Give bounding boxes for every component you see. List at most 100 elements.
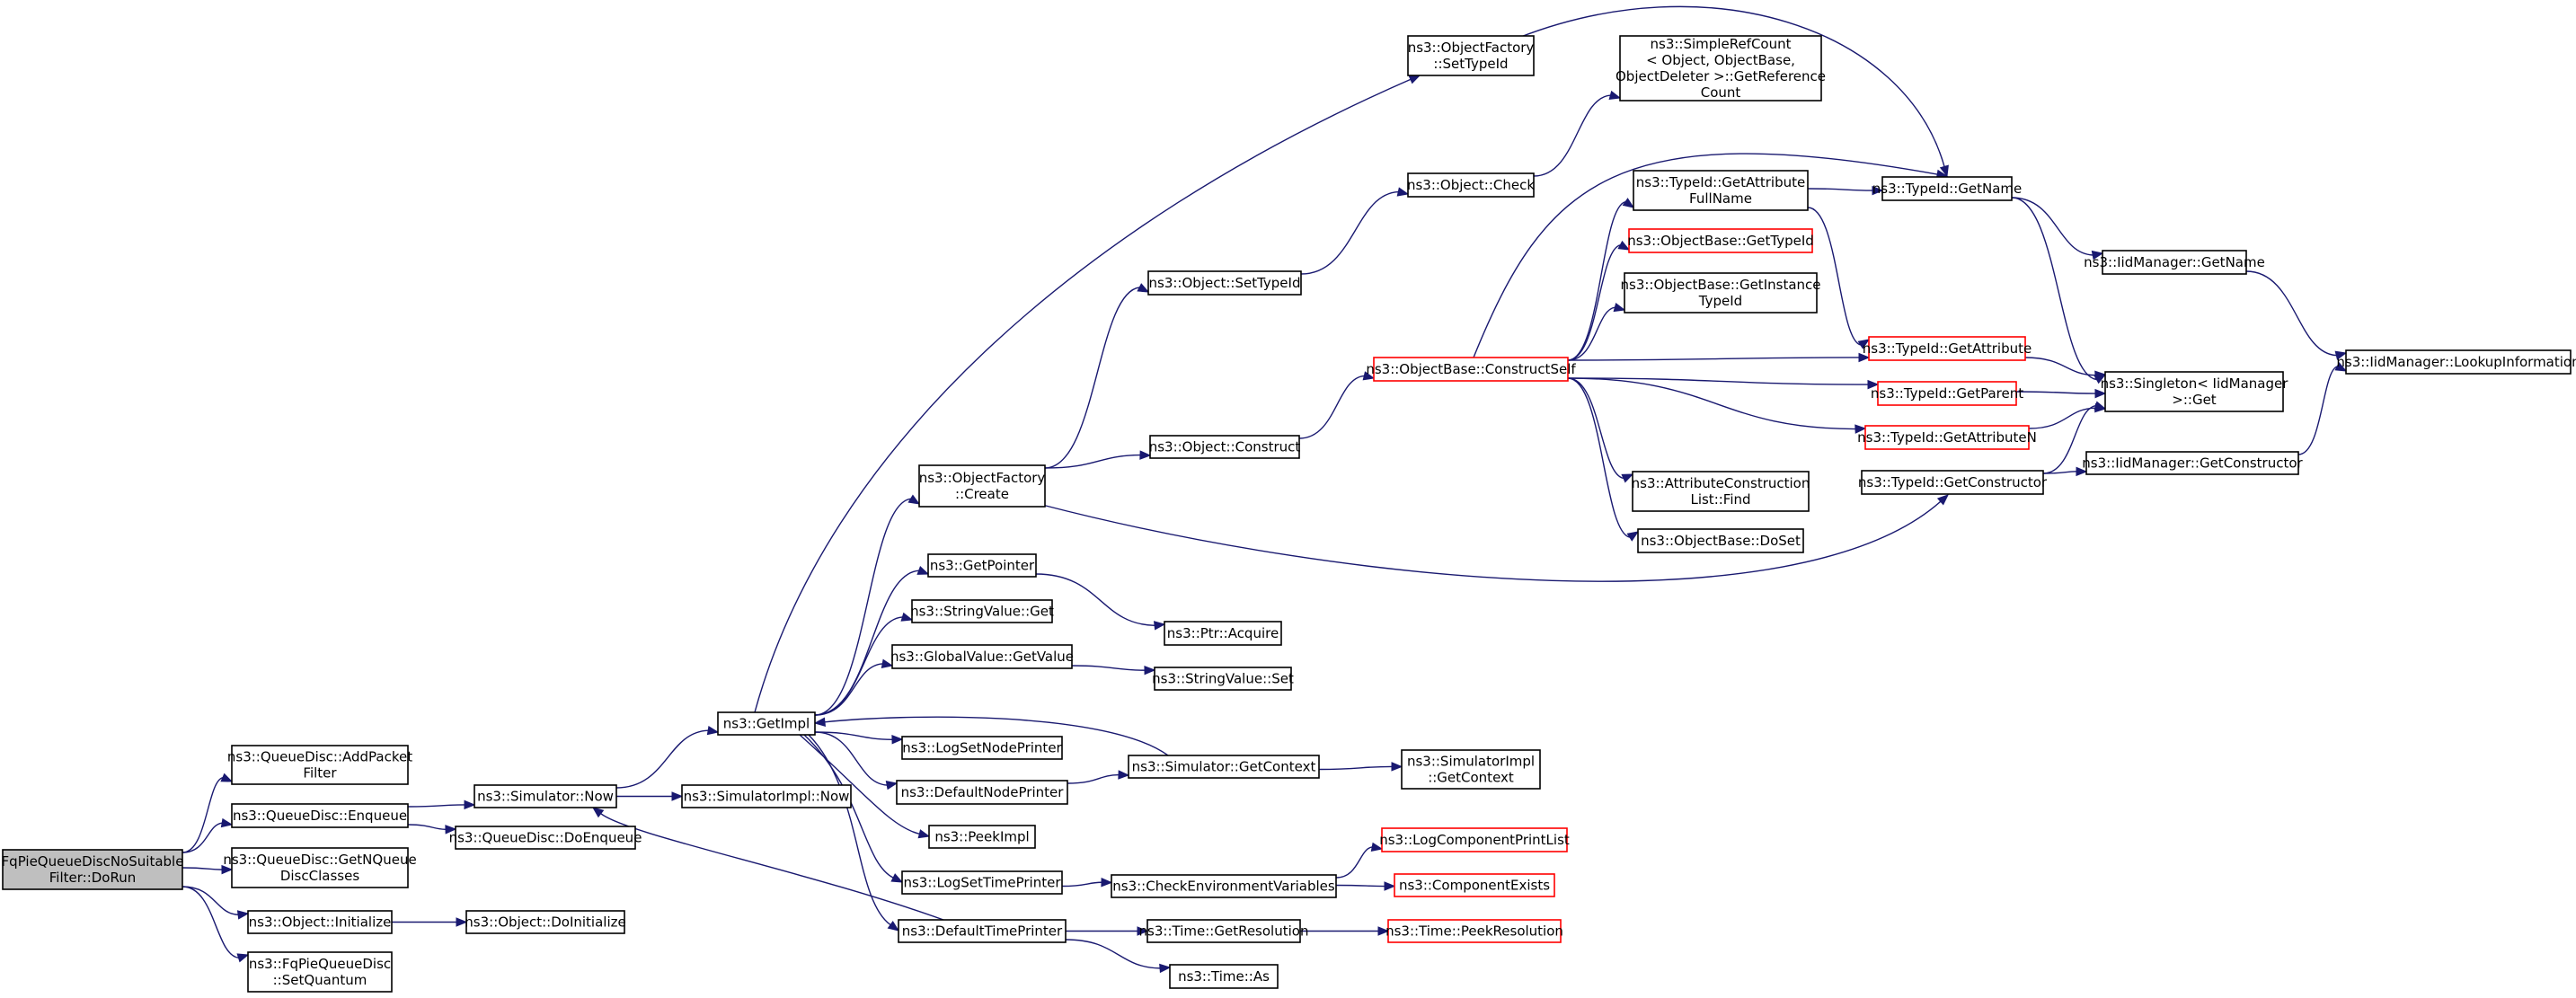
edge-iidgetname-to-iidlookup	[2245, 270, 2348, 360]
node-peekimpl[interactable]: ns3::PeekImpl	[928, 825, 1036, 849]
node-obdoset-label-0: ns3::ObjectBase::DoSet	[1641, 533, 1801, 549]
edge-getimpl-to-defnode	[814, 731, 899, 790]
node-getpointer[interactable]: ns3::GetPointer	[927, 553, 1037, 578]
node-doenqueue[interactable]: ns3::QueueDisc::DoEnqueue	[449, 826, 642, 850]
edge-getimpl-to-strvalget	[814, 612, 914, 716]
node-iidgetname-label-0: ns3::IidManager::GetName	[2084, 254, 2265, 270]
node-deftime[interactable]: ns3::DefaultTimePrinter	[898, 919, 1067, 943]
node-tidgetparent[interactable]: ns3::TypeId::GetParent	[1871, 381, 2023, 406]
edge-objconstruct-to-constructself	[1298, 371, 1376, 439]
node-tidgetattrn[interactable]: ns3::TypeId::GetAttributeN	[1857, 425, 2037, 450]
node-setquantum[interactable]: ns3::FqPieQueueDisc::SetQuantum	[247, 951, 393, 993]
node-timeas[interactable]: ns3::Time::As	[1169, 964, 1279, 989]
node-enqueue-label-0: ns3::QueueDisc::Enqueue	[233, 808, 407, 824]
edge-ofcreate-to-objsettypeid	[1044, 283, 1150, 469]
node-constructself-label-0: ns3::ObjectBase::ConstructSelf	[1366, 361, 1576, 377]
node-objcheck[interactable]: ns3::Object::Check	[1407, 172, 1535, 198]
node-simnow[interactable]: ns3::Simulator::Now	[474, 784, 617, 808]
node-getattrfullname-label-1: FullName	[1689, 190, 1752, 207]
node-simplerefcount-label-0: ns3::SimpleRefCount	[1651, 36, 1792, 52]
edge-constructself-to-obgetinstance	[1567, 302, 1626, 361]
edge-deftime-to-timeas	[1065, 939, 1172, 974]
edge-constructself-to-tidgetattrn	[1567, 377, 1867, 434]
node-tidgetattr-label-0: ns3::TypeId::GetAttribute	[1863, 340, 2032, 357]
node-gvgetvalue-label-0: ns3::GlobalValue::GetValue	[890, 649, 1074, 665]
node-enqueue[interactable]: ns3::QueueDisc::Enqueue	[231, 803, 409, 828]
node-initialize[interactable]: ns3::Object::Initialize	[247, 910, 393, 934]
node-obgettypeid[interactable]: ns3::ObjectBase::GetTypeId	[1627, 228, 1814, 253]
edge-checkenv-to-compexists	[1335, 881, 1396, 891]
edge-deftime-to-timegetres	[1066, 926, 1149, 936]
edge-timegetres-to-timepeekres	[1300, 926, 1390, 936]
node-attrconstfind-label-0: ns3::AttributeConstruction	[1632, 475, 1810, 491]
node-objcheck-label-0: ns3::Object::Check	[1407, 177, 1535, 193]
node-timepeekres[interactable]: ns3::Time::PeekResolution	[1385, 919, 1563, 943]
node-simplerefcount-label-1: < Object, ObjectBase,	[1646, 52, 1795, 68]
node-checkenv[interactable]: ns3::CheckEnvironmentVariables	[1111, 874, 1337, 898]
node-objsettypeid[interactable]: ns3::Object::SetTypeId	[1147, 270, 1302, 296]
edge-ofsettypeid-to-tidgetname	[1518, 5, 1949, 178]
edge-root-to-addpacketfilter	[181, 773, 234, 853]
node-tidgetattr[interactable]: ns3::TypeId::GetAttribute	[1863, 336, 2032, 361]
node-getcontext[interactable]: ns3::Simulator::GetContext	[1128, 755, 1320, 779]
node-addpacketfilter-label-0: ns3::QueueDisc::AddPacket	[227, 749, 412, 765]
node-timeas-label-0: ns3::Time::As	[1178, 968, 1270, 985]
node-obdoset[interactable]: ns3::ObjectBase::DoSet	[1637, 528, 1804, 553]
node-ofsettypeid-label-0: ns3::ObjectFactory	[1408, 40, 1535, 56]
node-compexists[interactable]: ns3::ComponentExists	[1394, 873, 1555, 897]
node-objsettypeid-label-0: ns3::Object::SetTypeId	[1149, 275, 1301, 291]
node-simimplnow-label-0: ns3::SimulatorImpl::Now	[684, 789, 850, 805]
edge-tidgetattrn-to-singletonget	[2028, 402, 2107, 429]
node-ofcreate-label-1: ::Create	[955, 486, 1009, 502]
node-getimpl[interactable]: ns3::GetImpl	[717, 711, 816, 736]
node-simimplnow[interactable]: ns3::SimulatorImpl::Now	[681, 784, 852, 808]
node-gvgetvalue[interactable]: ns3::GlobalValue::GetValue	[890, 644, 1074, 669]
node-peekimpl-label-0: ns3::PeekImpl	[934, 829, 1029, 845]
node-logsettime[interactable]: ns3::LogSetTimePrinter	[901, 870, 1063, 895]
edge-checkenv-to-logcompprintlist	[1335, 842, 1384, 879]
node-simnow-label-0: ns3::Simulator::Now	[477, 789, 614, 805]
edge-deftime-to-simnow	[591, 807, 944, 921]
edge-getimpl-to-gvgetvalue	[814, 658, 894, 716]
node-ofcreate-label-0: ns3::ObjectFactory	[919, 470, 1046, 486]
node-iidgetname[interactable]: ns3::IidManager::GetName	[2084, 250, 2265, 275]
node-logcompprintlist[interactable]: ns3::LogComponentPrintList	[1379, 827, 1570, 852]
node-simplerefcount[interactable]: ns3::SimpleRefCount< Object, ObjectBase,…	[1616, 35, 1826, 102]
edge-gvgetvalue-to-strvalset	[1071, 665, 1156, 676]
node-tidgetattrn-label-0: ns3::TypeId::GetAttributeN	[1857, 429, 2037, 446]
node-ofcreate[interactable]: ns3::ObjectFactory::Create	[918, 464, 1046, 508]
node-simimplgetcontext[interactable]: ns3::SimulatorImpl::GetContext	[1401, 749, 1541, 790]
node-ptracquire[interactable]: ns3::Ptr::Acquire	[1164, 621, 1282, 646]
node-tidgetname[interactable]: ns3::TypeId::GetName	[1872, 176, 2022, 201]
node-compexists-label-0: ns3::ComponentExists	[1399, 878, 1550, 894]
edge-objcheck-to-simplerefcount	[1533, 90, 1622, 177]
node-objconstruct[interactable]: ns3::Object::Construct	[1149, 435, 1301, 459]
node-iidlookup[interactable]: ns3::IidManager::LookupInformation	[2336, 349, 2576, 375]
node-strvalget[interactable]: ns3::StringValue::Get	[910, 599, 1054, 623]
node-ofsettypeid[interactable]: ns3::ObjectFactory::SetTypeId	[1407, 35, 1535, 76]
node-logsetnode[interactable]: ns3::LogSetNodePrinter	[901, 736, 1063, 760]
edge-tidgetname-to-iidgetname	[2011, 197, 2104, 261]
edge-defnode-to-getcontext	[1067, 770, 1130, 784]
node-strvalset-label-0: ns3::StringValue::Set	[1152, 671, 1294, 687]
node-doinitialize[interactable]: ns3::Object::DoInitialize	[465, 910, 626, 934]
node-singletonget[interactable]: ns3::Singleton< IidManager>::Get	[2101, 371, 2289, 412]
node-getcontext-label-0: ns3::Simulator::GetContext	[1132, 759, 1316, 775]
node-constructself[interactable]: ns3::ObjectBase::ConstructSelf	[1366, 357, 1576, 382]
edge-constructself-to-tidgetattr	[1567, 352, 1871, 363]
nodes-layer: FqPieQueueDiscNoSuitableFilter::DoRunns3…	[2, 35, 2576, 993]
node-simimplgetcontext-label-1: ::GetContext	[1428, 770, 1514, 786]
node-defnode[interactable]: ns3::DefaultNodePrinter	[896, 780, 1068, 805]
edge-tidgetattr-to-singletonget	[2024, 357, 2107, 380]
node-strvalset[interactable]: ns3::StringValue::Set	[1152, 667, 1294, 691]
node-tidgetconstructor[interactable]: ns3::TypeId::GetConstructor	[1858, 470, 2048, 495]
node-iidgetconstructor[interactable]: ns3::IidManager::GetConstructor	[2082, 451, 2304, 475]
node-timegetres[interactable]: ns3::Time::GetResolution	[1139, 919, 1309, 943]
